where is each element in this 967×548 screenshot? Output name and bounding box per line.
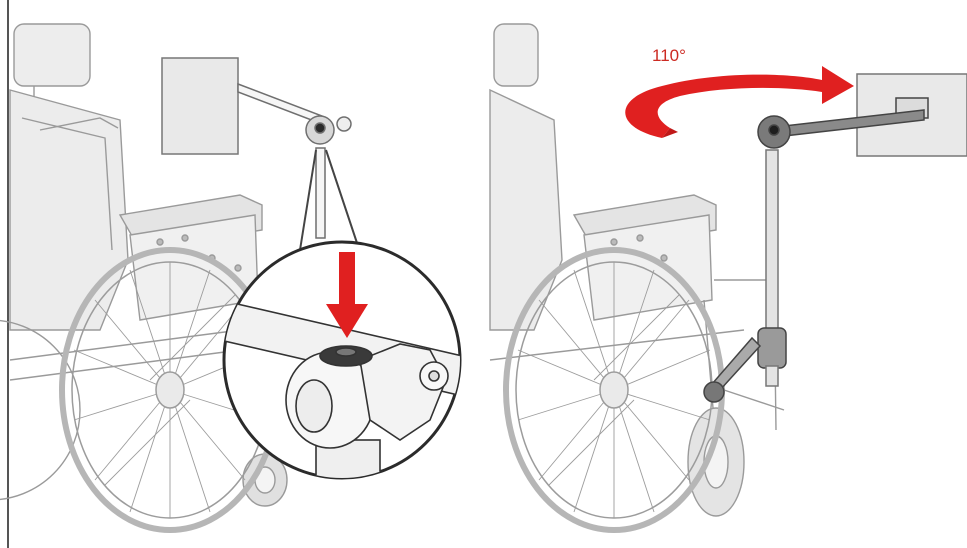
rotation-arrow [625, 66, 854, 138]
display-plate [161, 57, 239, 155]
callout-line [325, 149, 359, 247]
callout-line [299, 149, 317, 251]
release-button-zoom [222, 240, 462, 480]
wheelchair [0, 23, 288, 507]
mount-arm [703, 73, 967, 403]
rotation-angle-label: 110° [652, 46, 686, 65]
rear-wheel [503, 247, 725, 533]
step-2-illustration [489, 23, 967, 533]
step-2-panel: 110° [484, 0, 967, 548]
down-arrow [326, 252, 368, 338]
step-1-panel [0, 0, 483, 548]
panel-divider [483, 0, 484, 548]
mount-arm [161, 57, 352, 239]
step-1-illustration [0, 0, 462, 548]
